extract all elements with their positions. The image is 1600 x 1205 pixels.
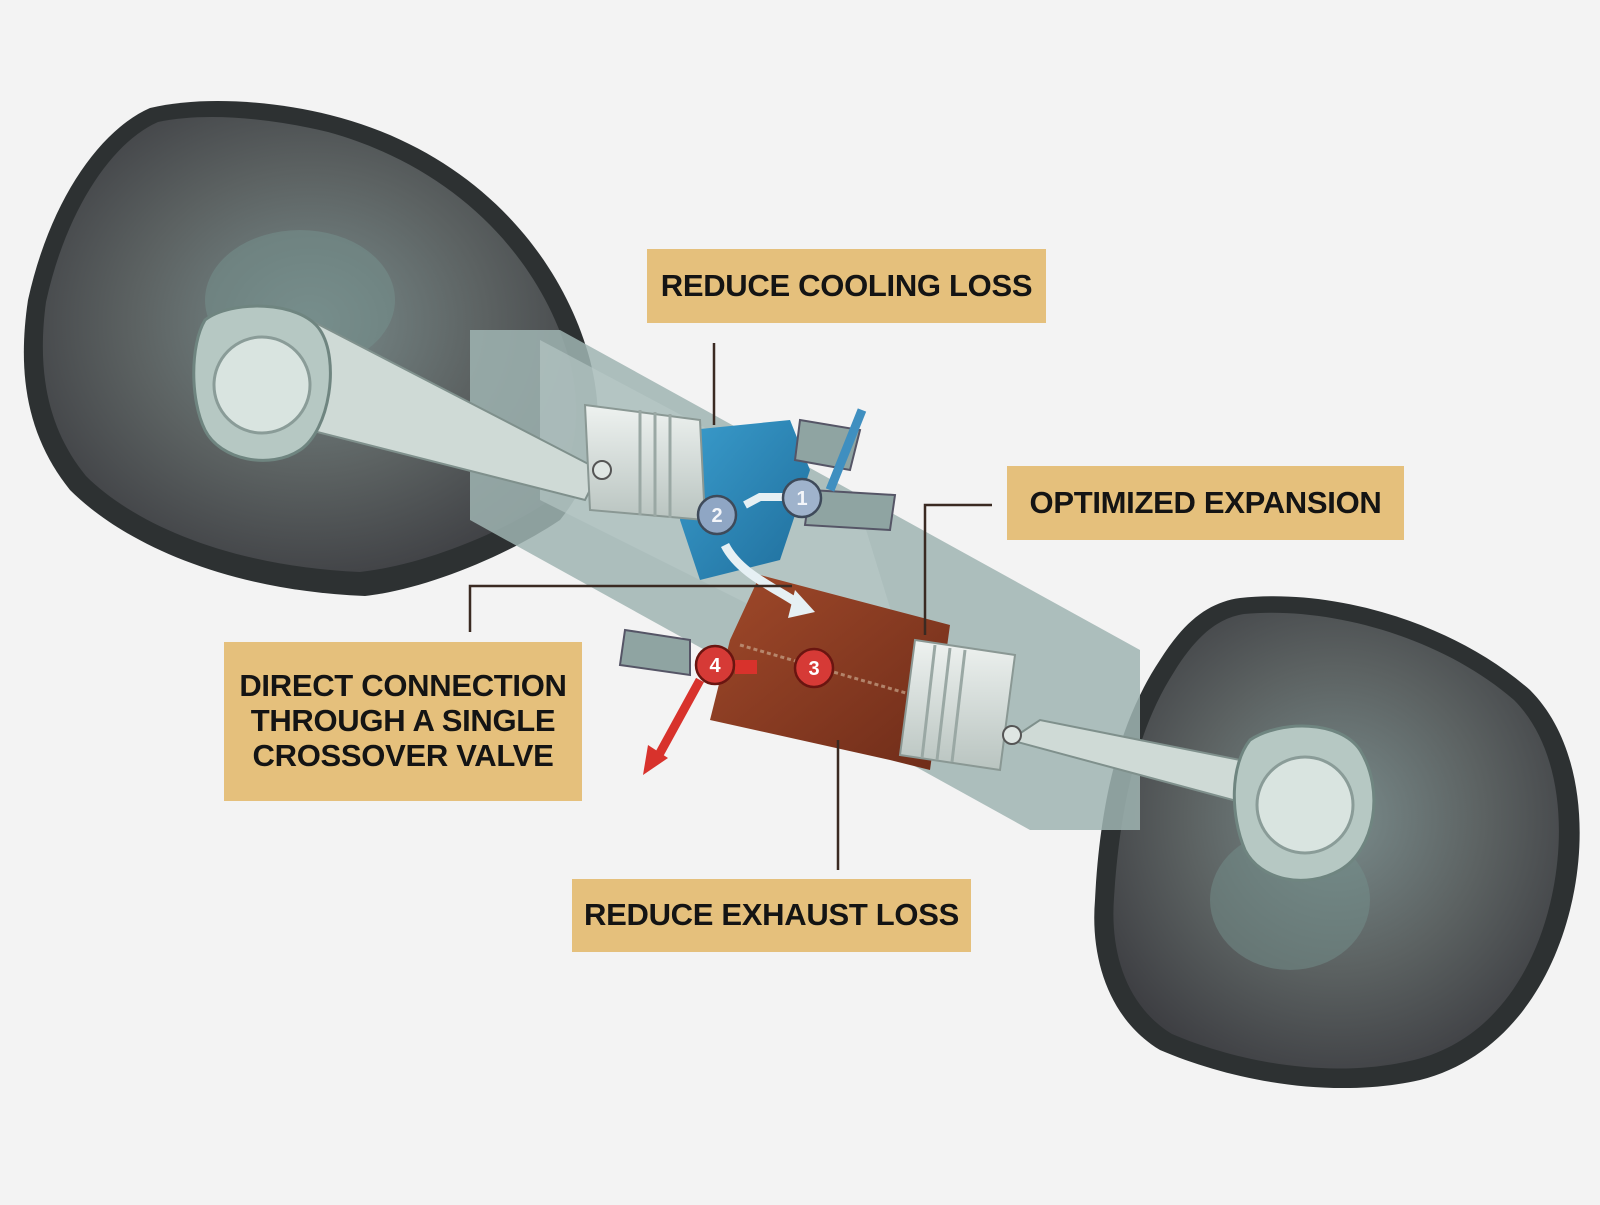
right-piston-assembly (898, 638, 1376, 882)
svg-text:3: 3 (808, 658, 819, 680)
exhaust-valve (618, 628, 757, 775)
svg-text:4: 4 (709, 655, 721, 677)
callout-label: REDUCE COOLING LOSS (660, 267, 1033, 303)
callout-reduce-exhaust-loss: REDUCE EXHAUST LOSS (572, 879, 971, 952)
leader-expansion (923, 503, 992, 635)
callout-label: REDUCE EXHAUST LOSS (584, 897, 959, 933)
callout-line-2: THROUGH A SINGLE (250, 703, 556, 739)
intake-valve (793, 408, 897, 532)
compression-cylinder (680, 420, 810, 580)
svg-text:2: 2 (711, 505, 722, 527)
callout-direct-connection: DIRECT CONNECTION THROUGH A SINGLE CROSS… (224, 642, 582, 801)
marker-3: 3 (793, 647, 835, 689)
leader-lines (468, 343, 992, 870)
left-piston-assembly (192, 304, 707, 522)
callout-optimized-expansion: OPTIMIZED EXPANSION (1007, 466, 1404, 540)
marker-1: 1 (781, 477, 823, 519)
callout-line-3: CROSSOVER VALVE (252, 737, 554, 773)
leader-crossover (468, 584, 792, 632)
marker-4: 4 (694, 644, 736, 686)
callout-label: OPTIMIZED EXPANSION (1029, 484, 1382, 520)
flow-arrows (720, 493, 815, 618)
callout-line-1: DIRECT CONNECTION (239, 668, 567, 704)
svg-text:1: 1 (796, 488, 807, 510)
marker-2: 2 (696, 494, 738, 536)
callout-reduce-cooling-loss: REDUCE COOLING LOSS (647, 249, 1046, 323)
